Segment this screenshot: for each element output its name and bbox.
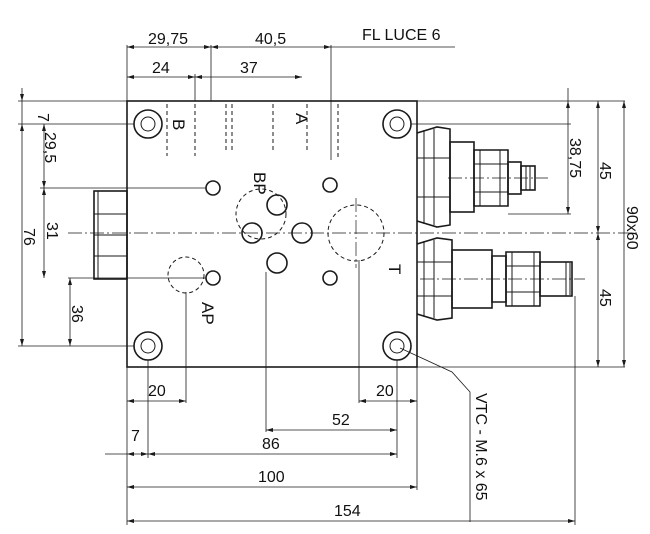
dim-29-5: 29,5 bbox=[41, 132, 58, 163]
port-t-label: T bbox=[385, 264, 404, 274]
hidden-passages bbox=[166, 104, 339, 160]
dim-76: 76 bbox=[20, 228, 37, 246]
dim-154: 154 bbox=[334, 503, 361, 520]
port-bp-label: BP bbox=[250, 172, 269, 195]
port-ap-label: AP bbox=[198, 302, 217, 325]
center-lines bbox=[68, 177, 640, 280]
port-a-label: A bbox=[292, 113, 311, 125]
labels: FL LUCE 6 29,75 40,5 24 37 7 29,5 76 31 … bbox=[20, 27, 640, 520]
dim-20-left: 20 bbox=[148, 383, 166, 400]
dim-52: 52 bbox=[332, 412, 350, 429]
dim-45-bottom: 45 bbox=[596, 289, 613, 307]
dim-37: 37 bbox=[240, 60, 258, 77]
dim-31: 31 bbox=[43, 222, 60, 240]
dim-29-75: 29,75 bbox=[148, 31, 188, 48]
upper-cartridge bbox=[416, 126, 536, 228]
dim-45-top: 45 bbox=[596, 162, 613, 180]
dim-24: 24 bbox=[152, 60, 170, 77]
screw-spec-label: VTC - M.6 x 65 bbox=[472, 393, 489, 501]
dim-36: 36 bbox=[68, 305, 85, 323]
dim-90x60: 90x60 bbox=[623, 206, 640, 250]
screw-leader bbox=[399, 347, 471, 522]
valve-body bbox=[126, 100, 418, 368]
dim-20-right: 20 bbox=[376, 383, 394, 400]
port-holes bbox=[167, 177, 385, 294]
extension-lines bbox=[18, 45, 625, 525]
arrow-heads bbox=[20, 45, 626, 523]
dim-86: 86 bbox=[262, 436, 280, 453]
left-plug bbox=[93, 190, 128, 280]
dim-38-75: 38,75 bbox=[566, 138, 583, 178]
port-b-label: B bbox=[169, 119, 188, 130]
drawing-title: FL LUCE 6 bbox=[362, 27, 441, 44]
dim-100: 100 bbox=[258, 469, 285, 486]
dim-7-bottom: 7 bbox=[131, 428, 140, 445]
dim-40-5: 40,5 bbox=[255, 31, 286, 48]
dim-7-left: 7 bbox=[34, 113, 51, 122]
